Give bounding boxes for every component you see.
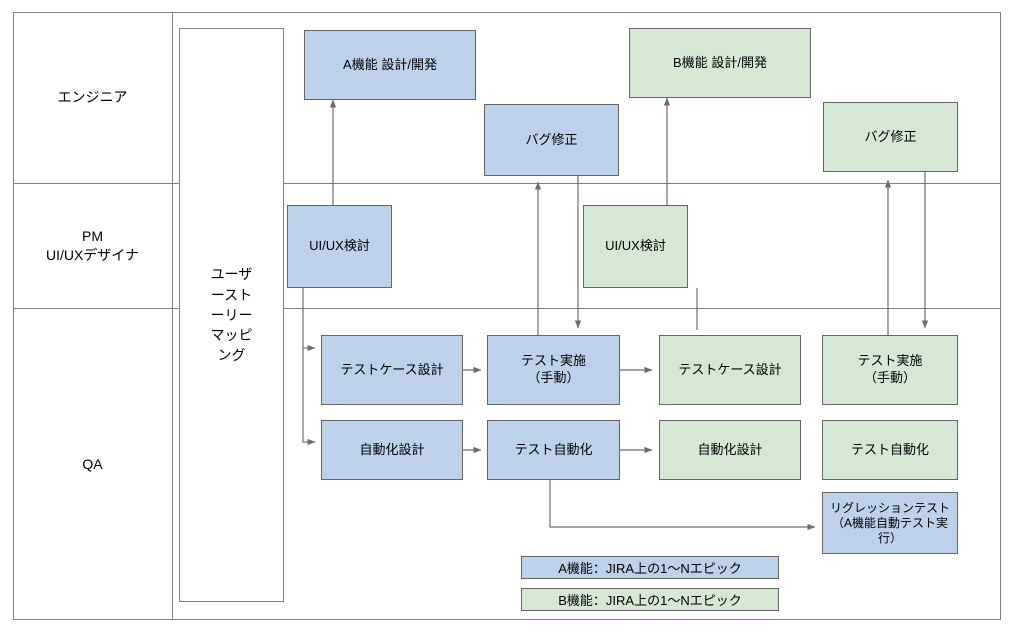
- diagram-outer-frame: [13, 12, 1001, 620]
- legend-item-feature-a: A機能：JIRA上の1〜Nエピック: [521, 556, 779, 579]
- node-b-uiux[interactable]: UI/UX検討: [583, 205, 688, 288]
- node-b-testexec[interactable]: テスト実施 （手動）: [822, 335, 958, 405]
- node-regression-test[interactable]: リグレッションテスト （A機能自動テスト実行）: [822, 492, 958, 554]
- lane-label-qa: QA: [82, 455, 103, 472]
- node-b-dev[interactable]: B機能 設計/開発: [629, 28, 811, 98]
- node-a-autodesign[interactable]: 自動化設計: [321, 420, 463, 480]
- node-a-uiux[interactable]: UI/UX検討: [287, 205, 392, 288]
- node-b-autodesign[interactable]: 自動化設計: [659, 420, 801, 480]
- user-story-mapping-label: ユーザーストーリーマッピング: [210, 266, 253, 364]
- node-b-bugfix[interactable]: バグ修正: [823, 102, 958, 172]
- node-a-bugfix[interactable]: バグ修正: [484, 104, 619, 176]
- lane-label-pm: PM UI/UXデザイナ: [45, 227, 140, 263]
- lane-divider-pm-qa: [13, 308, 1001, 309]
- node-a-testauto[interactable]: テスト自動化: [487, 420, 620, 480]
- node-a-dev[interactable]: A機能 設計/開発: [304, 30, 476, 100]
- legend-item-feature-b: B機能：JIRA上の1〜Nエピック: [521, 588, 779, 611]
- lane-divider-engineer-pm: [13, 183, 1001, 184]
- node-b-testauto[interactable]: テスト自動化: [822, 420, 958, 480]
- node-b-testcase[interactable]: テストケース設計: [659, 335, 801, 405]
- lane-column-divider: [172, 12, 173, 620]
- node-a-testcase[interactable]: テストケース設計: [321, 335, 463, 405]
- user-story-mapping-backbone[interactable]: ユーザーストーリーマッピング: [179, 28, 284, 602]
- node-a-testexec[interactable]: テスト実施 （手動）: [487, 335, 620, 405]
- lane-label-engineer: エンジニア: [57, 89, 128, 106]
